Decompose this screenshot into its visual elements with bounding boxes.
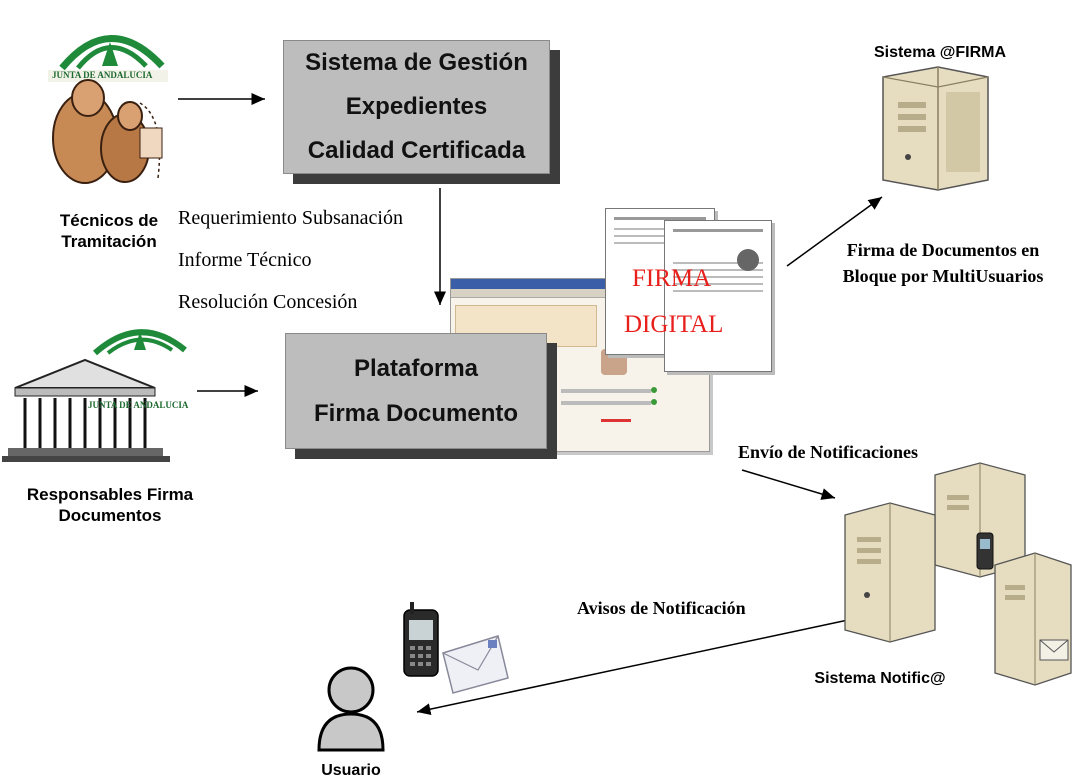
expedientes-system-box: Sistema de Gestión Expedientes Calidad C… <box>283 40 550 174</box>
expedientes-line1: Sistema de Gestión <box>305 49 528 76</box>
digital-signature-stamp: FIRMA DIGITAL <box>610 256 723 348</box>
firma-caption-line1: Firma de Documentos en <box>846 240 1040 260</box>
document-item-resolucion: Resolución Concesión <box>178 291 358 313</box>
arrow-notifica-to-user <box>416 619 849 716</box>
firma-system-label: Sistema @FIRMA <box>873 44 1007 61</box>
firma-server-icon <box>882 66 989 191</box>
firma-system-caption: Firma de Documentos en Bloque por MultiU… <box>812 237 1074 289</box>
user-label: Usuario <box>321 762 381 779</box>
document-types-list: Requerimiento Subsanación Informe Técnic… <box>178 197 403 323</box>
technicians-label-line2: Tramitación <box>61 232 157 251</box>
building-icon <box>2 329 187 462</box>
plataforma-line1: Plataforma <box>353 354 479 382</box>
phone-envelope-illustration <box>398 598 513 698</box>
junta-andalucia-logo-icon <box>48 35 168 184</box>
document-item-requerimiento: Requerimiento Subsanación <box>178 207 403 229</box>
signers-label-line1: Responsables Firma <box>26 485 194 504</box>
signed-document-page-front <box>664 220 772 372</box>
expedientes-line2: Expedientes <box>345 93 488 120</box>
arrow-to-firma-system <box>786 196 883 267</box>
signature-line1: FIRMA <box>632 265 712 292</box>
notifications-send-label: Envío de Notificaciones <box>738 442 918 462</box>
firma-server-illustration <box>878 62 998 192</box>
notices-label: Avisos de Notificación <box>577 598 746 618</box>
notifica-servers-icon <box>844 462 1072 686</box>
firma-caption-line2: Bloque por MultiUsuarios <box>842 266 1044 286</box>
signers-logo-text: JUNTA DE ANDALUCIA <box>88 400 189 410</box>
notifica-system-label: Sistema Notific@ <box>814 670 946 687</box>
technicians-label-line1: Técnicos de <box>59 211 159 230</box>
user-illustration <box>315 662 387 754</box>
signers-illustration: JUNTA DE ANDALUCIA <box>0 318 195 468</box>
arrow-to-notifica-system <box>741 469 836 500</box>
expedientes-line3: Calidad Certificada <box>307 137 526 164</box>
signature-line2: DIGITAL <box>624 311 724 338</box>
notifica-servers-illustration <box>835 455 1074 686</box>
technicians-label: Técnicos de Tramitación <box>34 210 184 252</box>
signers-label-line2: Documentos <box>58 506 162 525</box>
technicians-illustration: JUNTA DE ANDALUCIA <box>40 8 175 193</box>
document-item-informe: Informe Técnico <box>178 249 312 271</box>
plataforma-box: Plataforma Firma Documento <box>285 333 547 449</box>
signers-label: Responsables Firma Documentos <box>10 484 210 526</box>
technicians-logo-text: JUNTA DE ANDALUCIA <box>52 70 153 80</box>
user-icon <box>317 666 385 752</box>
mobile-phone-icon <box>403 602 509 694</box>
plataforma-line2: Firma Documento <box>313 399 519 427</box>
